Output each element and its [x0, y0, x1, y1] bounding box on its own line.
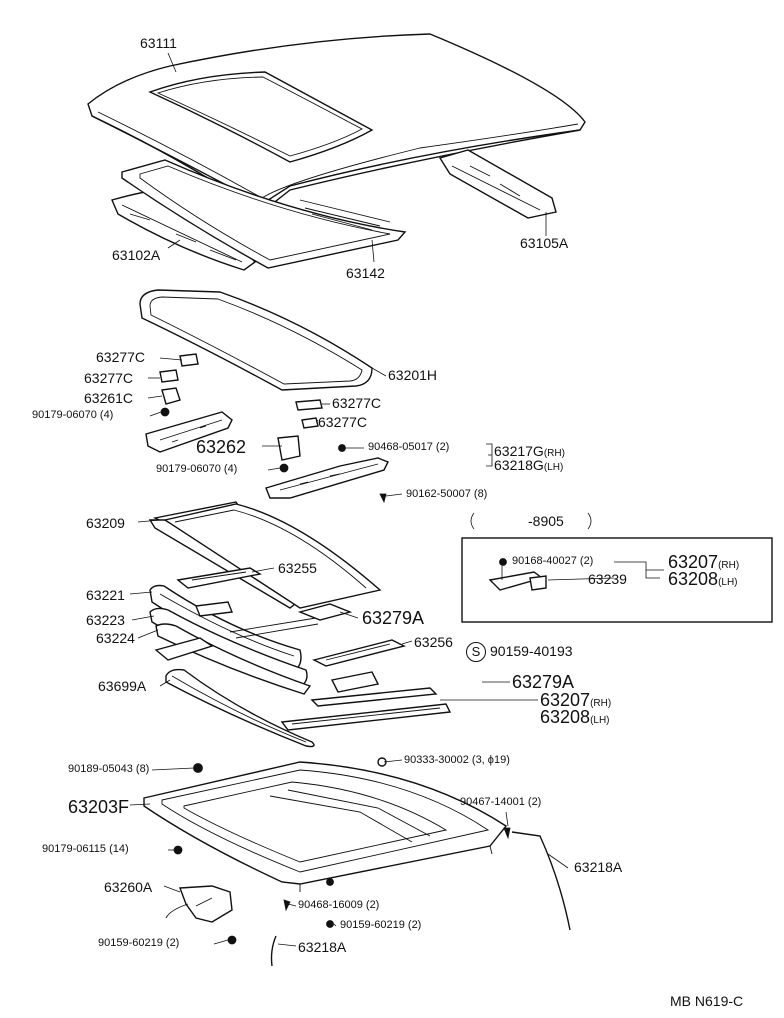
callout-63256: 63256	[414, 634, 453, 650]
callout-63218a-left: 63218A	[298, 939, 347, 955]
leader-lines	[129, 52, 664, 947]
callout-63279a-b: 63279A	[512, 672, 575, 692]
callout-63279a-a: 63279A	[362, 608, 425, 628]
callout-90467-14001: 90467-14001 (2)	[460, 796, 542, 808]
callout-63217g: 63217G(RH)	[494, 443, 565, 459]
callout-90468-05017: 90468-05017 (2)	[368, 441, 450, 453]
callout-63224: 63224	[96, 630, 135, 646]
callout-63218a-right: 63218A	[574, 859, 623, 875]
pads-left-drawing	[145, 353, 233, 453]
callout-63111: 63111	[140, 35, 177, 51]
inset-paren-open	[470, 512, 475, 530]
plates-drawing	[154, 603, 452, 731]
inset-period: -8905	[528, 513, 564, 529]
callout-90162-50007: 90162-50007 (8)	[406, 488, 488, 500]
inset-callout-63208-lh: 63208(LH)	[668, 569, 738, 589]
callout-63277c-a: 63277C	[96, 349, 146, 365]
guide-255-drawing	[176, 567, 262, 589]
callout-63208-lh: 63208(LH)	[540, 707, 610, 727]
callout-63223: 63223	[86, 612, 125, 628]
callout-63102a: 63102A	[112, 247, 161, 263]
callout-90159-60219-left: 90159-60219 (2)	[98, 937, 180, 949]
rail-217-drawing	[265, 457, 389, 504]
figure-code: MB N619-C	[670, 993, 744, 1009]
deflector-seals-drawing	[149, 584, 319, 748]
callout-90179-06115: 90179-06115 (14)	[42, 843, 129, 855]
housing-drawing	[143, 757, 508, 892]
rear-reinforcement-drawing	[438, 149, 557, 219]
callout-63207-rh: 63207(RH)	[540, 690, 612, 710]
callout-63105a: 63105A	[520, 235, 569, 251]
inset-paren-close	[587, 512, 592, 530]
drain-hoses-drawing	[270, 827, 571, 967]
hinge-drawing	[277, 399, 346, 473]
callout-63261c: 63261C	[84, 390, 134, 406]
callout-90468-16009: 90468-16009 (2)	[298, 899, 380, 911]
callout-90333-30002: 90333-30002 (3, ϕ19)	[404, 754, 510, 766]
motor-drawing	[165, 878, 334, 945]
inset-callout-90168-40027: 90168-40027 (2)	[512, 555, 594, 567]
callout-63201h: 63201H	[388, 367, 438, 383]
callout-90189-05043: 90189-05043 (8)	[68, 763, 150, 775]
callout-63262: 63262	[196, 437, 247, 457]
callout-90179-06070-a: 90179-06070 (4)	[32, 409, 114, 421]
callout-63203f: 63203F	[68, 797, 130, 817]
callout-63277c-d: 63277C	[318, 414, 368, 430]
callout-63142: 63142	[346, 265, 385, 281]
callout-63699a: 63699A	[98, 678, 147, 694]
callout-63218g: 63218G(LH)	[494, 457, 564, 473]
opening-frame-drawing	[121, 159, 407, 269]
callout-63209: 63209	[86, 515, 125, 531]
callout-90179-06070-b: 90179-06070 (4)	[156, 463, 238, 475]
inset-callout-63239: 63239	[588, 571, 627, 587]
visor-frame-drawing	[148, 501, 382, 609]
callout-63277c-b: 63277C	[84, 370, 134, 386]
callout-63260a: 63260A	[104, 879, 153, 895]
callout-63221: 63221	[86, 587, 125, 603]
inset-callout-63207-rh: 63207(RH)	[668, 552, 740, 572]
callout-63255: 63255	[278, 560, 317, 576]
callout-90159-60219-right: 90159-60219 (2)	[340, 919, 422, 931]
inset-box-drawing	[461, 537, 773, 623]
callout-63277c-c: 63277C	[332, 395, 382, 411]
